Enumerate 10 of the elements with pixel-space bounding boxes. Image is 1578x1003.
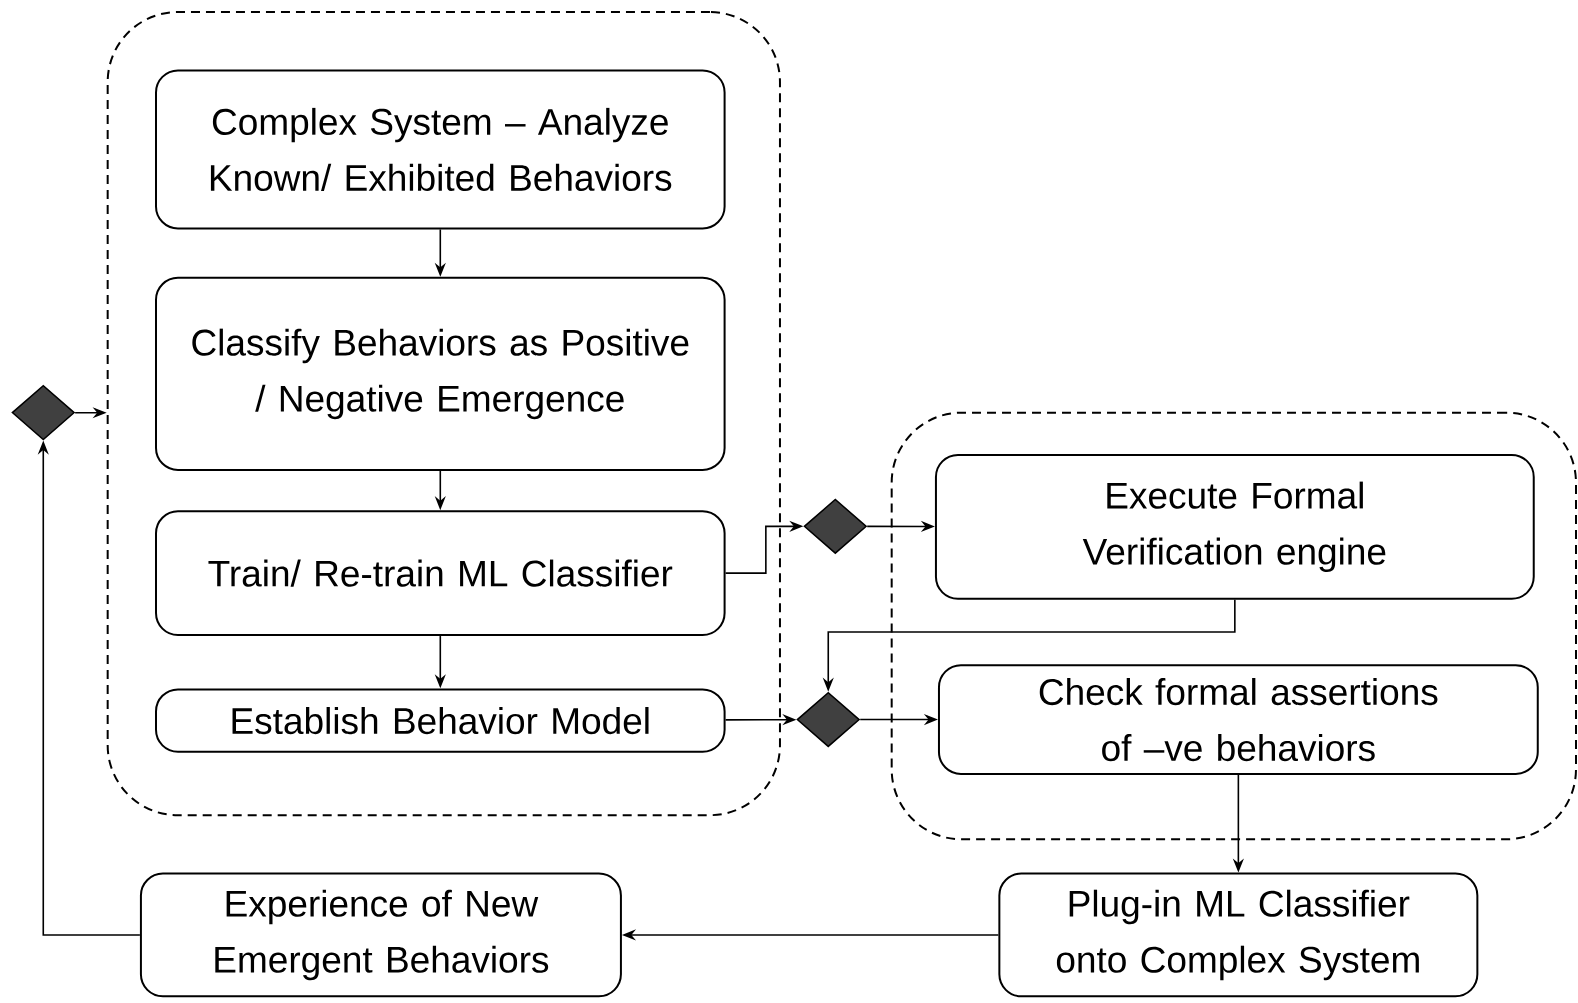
process-box: Execute Formal Verification engine — [934, 453, 1535, 600]
dashed-group-box — [106, 10, 781, 816]
process-box: Establish Behavior Model — [155, 688, 726, 753]
process-box: Train/ Re-train ML Classifier — [155, 510, 726, 636]
process-box: Check formal assertions of –ve behaviors — [937, 664, 1539, 775]
process-box: Plug-in ML Classifier onto Complex System — [998, 872, 1479, 998]
dashed-group-box — [890, 411, 1577, 841]
process-box: Complex System – Analyze Known/ Exhibited Behaviors — [155, 69, 726, 230]
process-box: Experience of New Emergent Behaviors — [139, 872, 622, 998]
process-box: Classify Behaviors as Positive / Negative Emergence — [155, 276, 726, 471]
